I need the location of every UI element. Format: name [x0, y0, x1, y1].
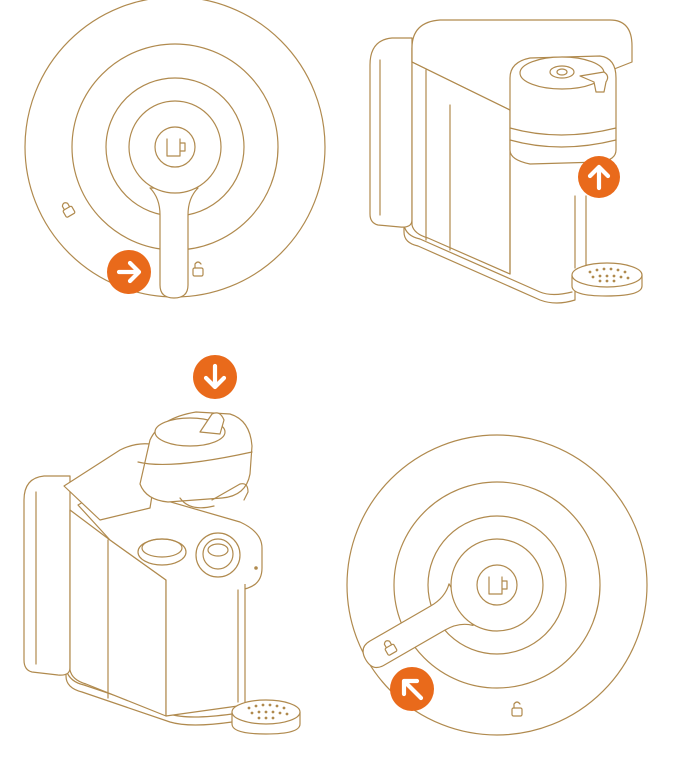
cup-icon	[154, 126, 196, 168]
panel-lift-head	[369, 19, 643, 304]
up-arrow-icon	[578, 156, 620, 198]
cup-icon	[476, 564, 518, 606]
unlock-icon	[192, 261, 204, 277]
panel-close-head	[23, 355, 301, 735]
drip-tray	[571, 262, 643, 297]
dial-middle-ring	[393, 481, 601, 689]
water-tank	[369, 37, 413, 228]
lock-icon	[383, 640, 398, 656]
panel-unlock-lid	[24, 0, 326, 299]
drip-tray	[231, 699, 301, 735]
unlock-icon	[511, 701, 523, 717]
dial-outer-ring	[346, 434, 648, 736]
lid-center-disc	[450, 538, 544, 632]
lid-center-disc	[128, 100, 222, 194]
up-left-arrow-icon	[390, 667, 434, 711]
machine-base	[403, 214, 576, 304]
machine-body	[411, 47, 511, 275]
panel-lock-lid	[346, 434, 648, 736]
down-arrow-icon	[193, 355, 237, 399]
lid-handle	[149, 187, 199, 299]
machine-open-base	[65, 661, 233, 726]
dial-inner-ring	[427, 515, 567, 655]
water-tank	[23, 475, 71, 676]
lid-handle	[362, 583, 474, 669]
lock-icon	[61, 202, 76, 218]
right-arrow-icon	[107, 250, 151, 294]
